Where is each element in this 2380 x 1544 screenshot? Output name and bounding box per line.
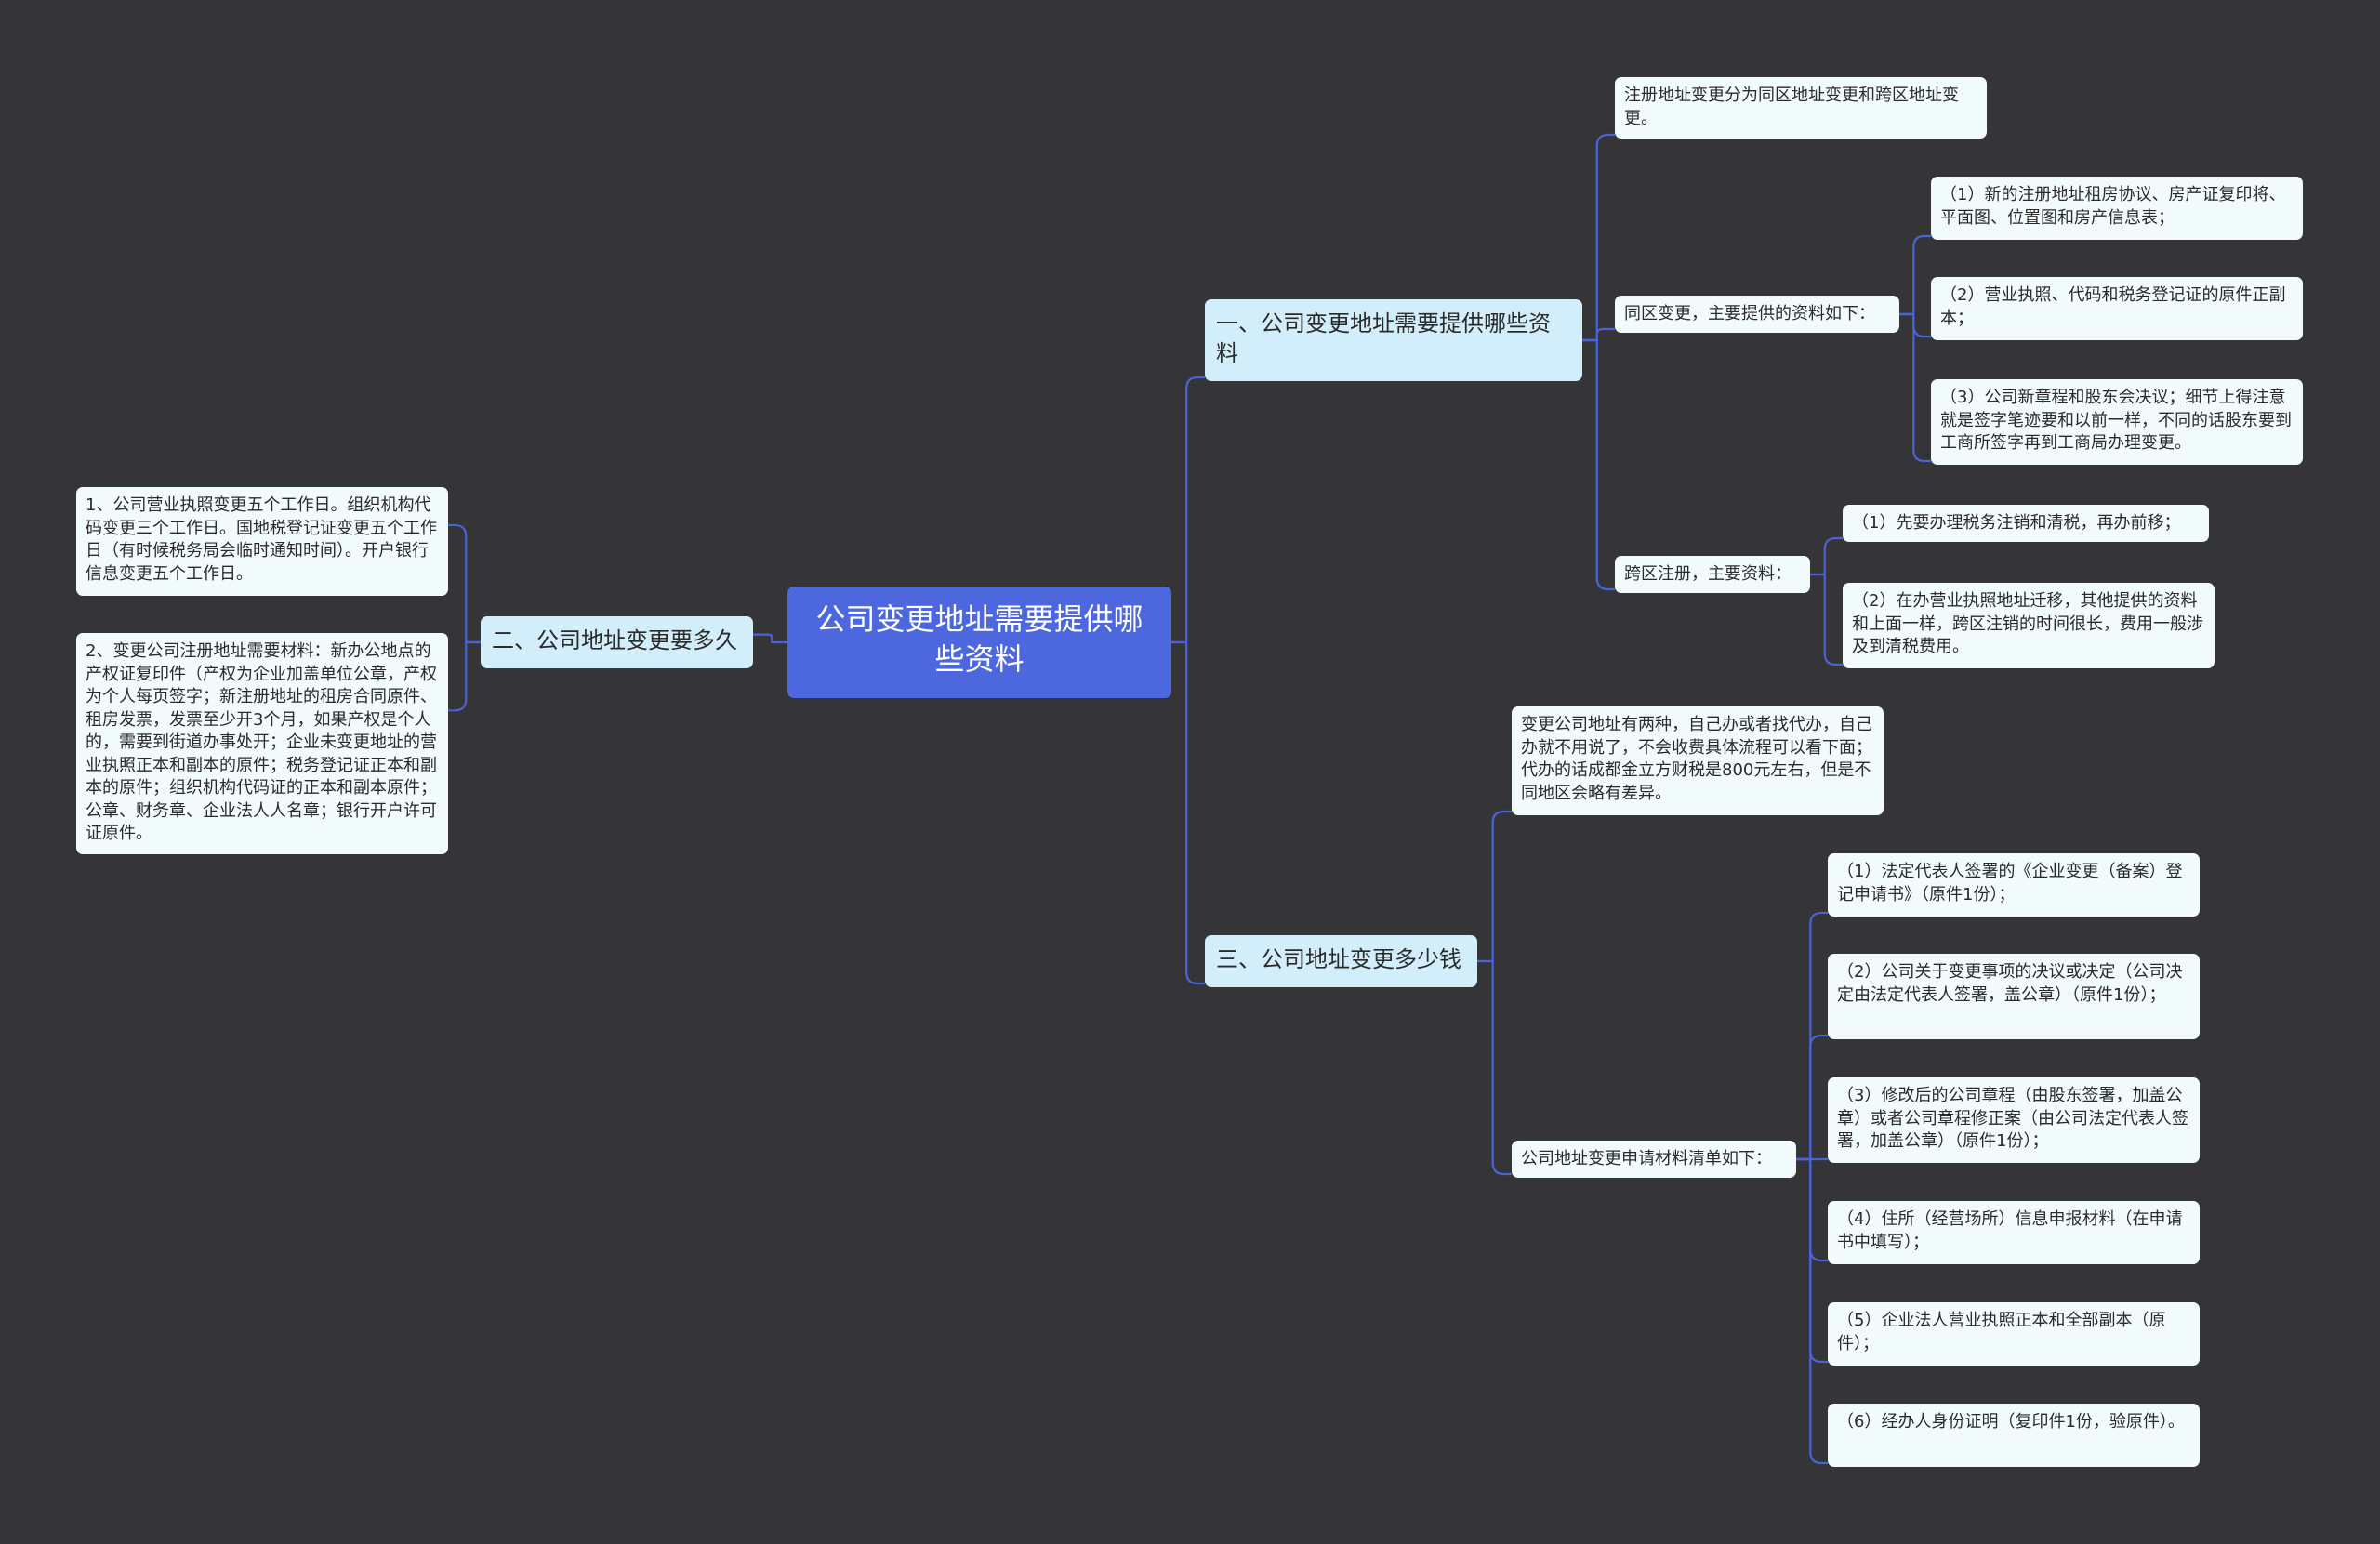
connector-line-2 (1171, 640, 1205, 985)
connector-line-7 (1899, 234, 1931, 316)
branch-duration[interactable]: 二、公司地址变更要多久 (481, 616, 753, 668)
connector-line-1 (1171, 376, 1205, 644)
connector-line-11 (1810, 573, 1843, 666)
material-item-5[interactable]: （5）企业法人营业执照正本和全部副本（原件）； (1828, 1302, 2200, 1366)
connector-line-17 (1796, 1034, 1828, 1161)
connector-line-16 (1796, 911, 1828, 1161)
same-district-item-1[interactable]: （1）新的注册地址租房协议、房产证复印将、平面图、位置图和房产信息表； (1931, 177, 2303, 240)
subtopic-cross-district[interactable]: 跨区注册，主要资料： (1615, 556, 1810, 593)
note-cost-options[interactable]: 变更公司地址有两种，自己办或者找代办，自己办就不用说了，不会收费具体流程可以看下… (1512, 706, 1884, 815)
connector-line-14 (1477, 810, 1512, 963)
same-district-item-2[interactable]: （2）营业执照、代码和税务登记证的原件正副本； (1931, 277, 2303, 340)
cross-district-item-2[interactable]: （2）在办营业执照地址迁移，其他提供的资料和上面一样，跨区注销的时间很长，费用一… (1843, 583, 2215, 668)
connector-line-10 (1810, 536, 1843, 576)
connector-line-6 (1582, 338, 1615, 591)
material-item-1[interactable]: （1）法定代表人签署的《企业变更（备案）登记申请书》（原件1份）； (1828, 853, 2200, 917)
connector-line-12 (448, 523, 481, 644)
material-item-3[interactable]: （3）修改后的公司章程（由股东签署，加盖公章）或者公司章程修正案（由公司法定代表… (1828, 1077, 2200, 1163)
connector-line-13 (448, 640, 481, 712)
connector-line-3 (753, 633, 787, 644)
connector-line-21 (1796, 1157, 1828, 1465)
branch-cost[interactable]: 三、公司地址变更多少钱 (1205, 935, 1477, 987)
note-address-change-types[interactable]: 注册地址变更分为同区地址变更和跨区地址变更。 (1615, 77, 1987, 139)
duration-item-2[interactable]: 2、变更公司注册地址需要材料：新办公地点的产权证复印件（产权为企业加盖单位公章，… (76, 633, 448, 854)
same-district-item-3[interactable]: （3）公司新章程和股东会决议；细节上得注意就是签字笔迹要和以前一样，不同的话股东… (1931, 379, 2303, 465)
connector-line-15 (1477, 959, 1512, 1176)
subtopic-same-district[interactable]: 同区变更，主要提供的资料如下： (1615, 296, 1899, 333)
material-item-6[interactable]: （6）经办人身份证明（复印件1份，验原件）。 (1828, 1404, 2200, 1467)
connector-line-9 (1899, 312, 1931, 463)
cross-district-item-1[interactable]: （1）先要办理税务注销和清税，再办前移； (1843, 505, 2209, 542)
connector-line-5 (1582, 327, 1615, 342)
branch-required-documents[interactable]: 一、公司变更地址需要提供哪些资料 (1205, 299, 1582, 381)
material-item-2[interactable]: （2）公司关于变更事项的决议或决定（公司决定由法定代表人签署，盖公章）（原件1份… (1828, 954, 2200, 1039)
duration-item-1[interactable]: 1、公司营业执照变更五个工作日。组织机构代码变更三个工作日。国地税登记证变更五个… (76, 487, 448, 596)
root-topic[interactable]: 公司变更地址需要提供哪些资料 (787, 587, 1171, 698)
connector-line-8 (1899, 312, 1931, 338)
material-item-4[interactable]: （4）住所（经营场所）信息申报材料（在申请书中填写）； (1828, 1201, 2200, 1264)
connector-line-19 (1796, 1157, 1828, 1262)
connector-line-4 (1582, 133, 1615, 342)
subtopic-material-list[interactable]: 公司地址变更申请材料清单如下： (1512, 1141, 1796, 1178)
